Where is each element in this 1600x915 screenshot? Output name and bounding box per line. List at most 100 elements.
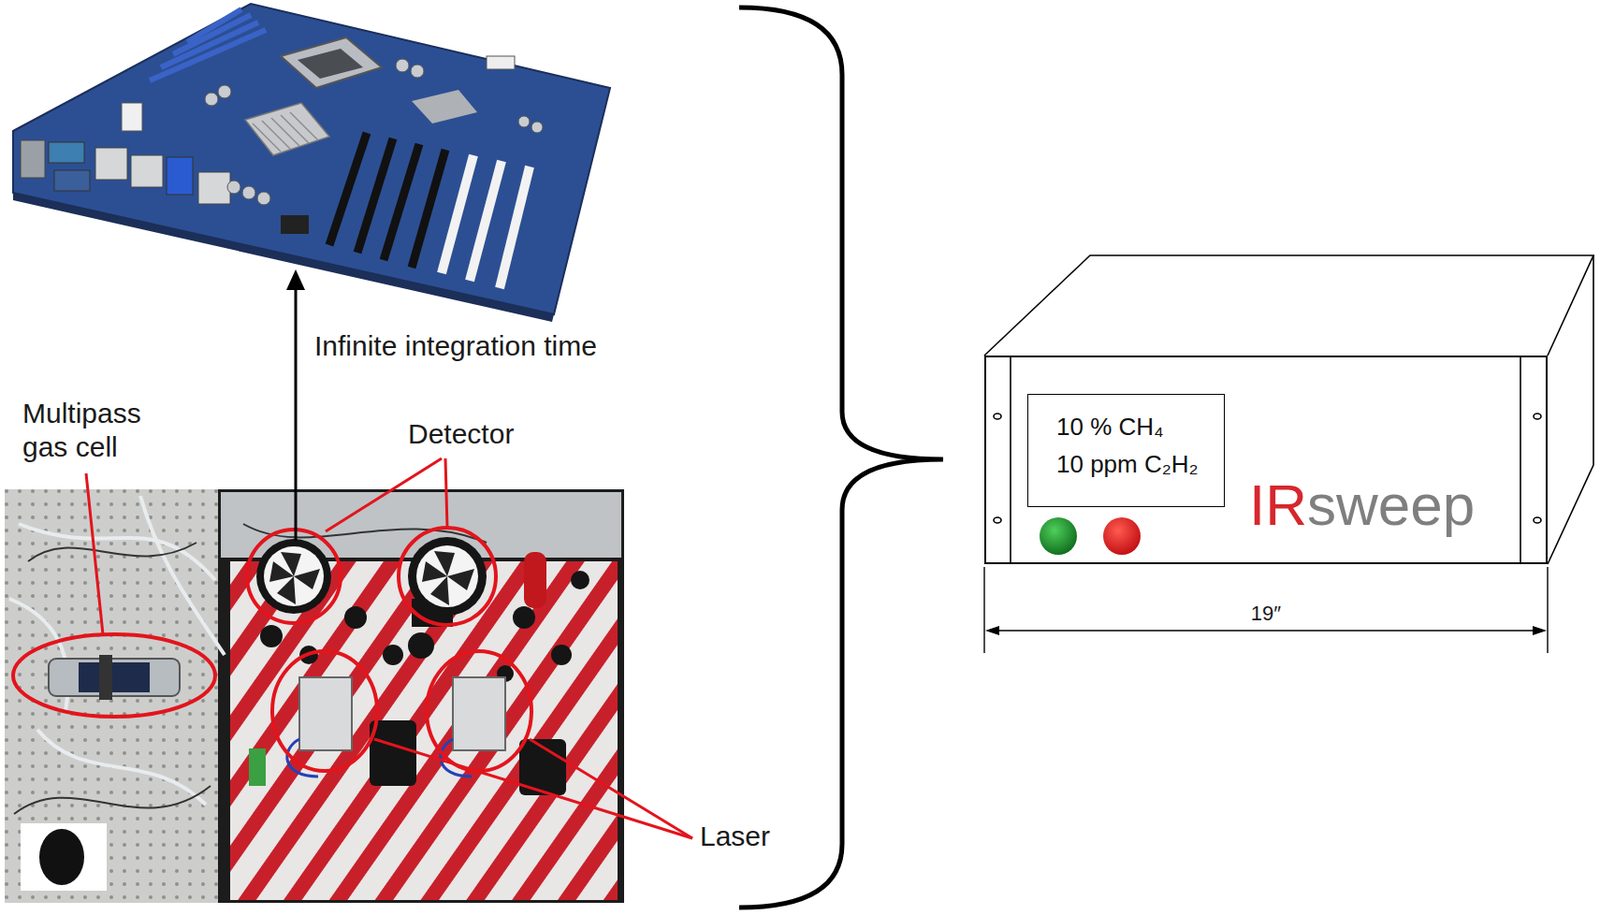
display-screen: 10 % CH₄ 10 ppm C₂H₂ <box>1027 393 1225 508</box>
illustration-part <box>570 570 590 590</box>
illustration-part <box>149 9 266 81</box>
illustration-part <box>13 3 611 315</box>
curly-brace <box>739 7 944 908</box>
illustration-part <box>269 552 320 605</box>
illustration-part <box>218 489 625 903</box>
illustration-part <box>28 542 197 562</box>
illustration-part <box>329 132 446 268</box>
illustration-part <box>263 546 324 607</box>
callout-label: Laser <box>699 819 771 854</box>
illustration-part <box>245 102 330 156</box>
illustration-part <box>452 677 506 751</box>
illustration-part <box>993 413 1002 420</box>
illustration-part <box>86 458 693 839</box>
illustration-part <box>18 523 216 581</box>
illustration-part <box>173 14 251 55</box>
illustration-part <box>13 527 532 771</box>
illustration-part <box>985 625 1000 636</box>
illustration-part <box>280 215 309 234</box>
green-button <box>1039 517 1077 555</box>
illustration-part <box>1532 625 1547 636</box>
illustration-part <box>512 606 536 629</box>
illustration-part <box>20 823 107 891</box>
illustration-part <box>523 552 547 609</box>
illustration-part <box>14 785 211 815</box>
illustration-part <box>166 157 193 195</box>
illustration-part <box>227 180 241 194</box>
display-reading: 10 % CH₄ <box>1056 413 1164 442</box>
arrow-label: Infinite integration time <box>314 329 597 364</box>
rack-housing <box>984 255 1594 565</box>
illustration-part <box>325 458 442 532</box>
illustration-part <box>242 186 256 200</box>
illustration-part <box>160 22 259 68</box>
illustration-part <box>344 606 367 629</box>
illustration-part <box>398 527 496 626</box>
illustration-part <box>369 720 417 786</box>
illustration-part <box>269 561 294 582</box>
callout-label: Detector <box>407 417 514 451</box>
illustration-part <box>1533 517 1542 524</box>
dimension-label: 19″ <box>1248 601 1284 626</box>
illustration-part <box>1547 255 1594 565</box>
illustration-part <box>248 748 266 786</box>
illustration-part <box>441 155 474 274</box>
illustration-part <box>286 269 306 291</box>
red-button <box>1103 517 1141 555</box>
illustration-part <box>48 142 85 163</box>
illustration-part <box>99 654 113 700</box>
illustration-part <box>252 112 319 152</box>
motherboard-photo <box>13 3 611 322</box>
illustration-part <box>518 116 530 128</box>
illustration-part <box>260 625 283 648</box>
illustration-part <box>294 286 298 541</box>
illustration-part <box>395 58 409 73</box>
illustration-part <box>297 48 364 79</box>
display-reading: 10 ppm C₂H₂ <box>1056 450 1199 480</box>
illustration-part <box>37 729 206 805</box>
illustration-part <box>20 140 45 178</box>
illustration-part <box>529 739 693 839</box>
illustration-part <box>410 64 424 78</box>
illustration-part <box>280 37 382 88</box>
illustration-part <box>256 538 332 614</box>
illustration-part <box>445 458 448 528</box>
arrow <box>286 269 306 541</box>
illustration-part <box>247 529 341 624</box>
illustration-part <box>1009 355 1012 565</box>
illustration-part <box>204 92 219 106</box>
illustration-part <box>469 160 502 281</box>
illustration-part <box>421 551 475 606</box>
illustration-part <box>149 29 266 81</box>
illustration-part <box>48 658 180 697</box>
illustration-part <box>14 523 487 815</box>
illustration-part <box>280 115 309 144</box>
illustration-part <box>430 576 450 606</box>
illustration-part <box>993 517 1002 524</box>
illustration-part <box>198 172 231 204</box>
illustration-part <box>407 537 487 616</box>
callout-label: Multipass gas cell <box>22 396 187 465</box>
illustration-part <box>411 149 446 268</box>
illustration-part <box>411 89 478 124</box>
illustration-part <box>531 121 543 133</box>
illustration-part <box>382 644 404 666</box>
illustration-part <box>140 495 225 655</box>
illustration-part <box>447 568 475 591</box>
illustration-part <box>984 255 1594 356</box>
illustration-part <box>261 120 291 149</box>
illustration-part <box>4 489 219 903</box>
illustration-part <box>1519 355 1522 565</box>
illustration-part <box>383 144 420 261</box>
illustration-part <box>272 651 378 771</box>
illustration-part <box>499 166 530 289</box>
illustration-part <box>204 58 543 205</box>
illustration-part <box>54 170 90 191</box>
logo-text: IR <box>1249 471 1308 539</box>
illustration-part <box>293 568 320 590</box>
illustration-part <box>257 191 271 205</box>
dimension-line <box>984 567 1548 654</box>
illustration-part <box>374 739 693 839</box>
illustration-part <box>86 473 103 635</box>
